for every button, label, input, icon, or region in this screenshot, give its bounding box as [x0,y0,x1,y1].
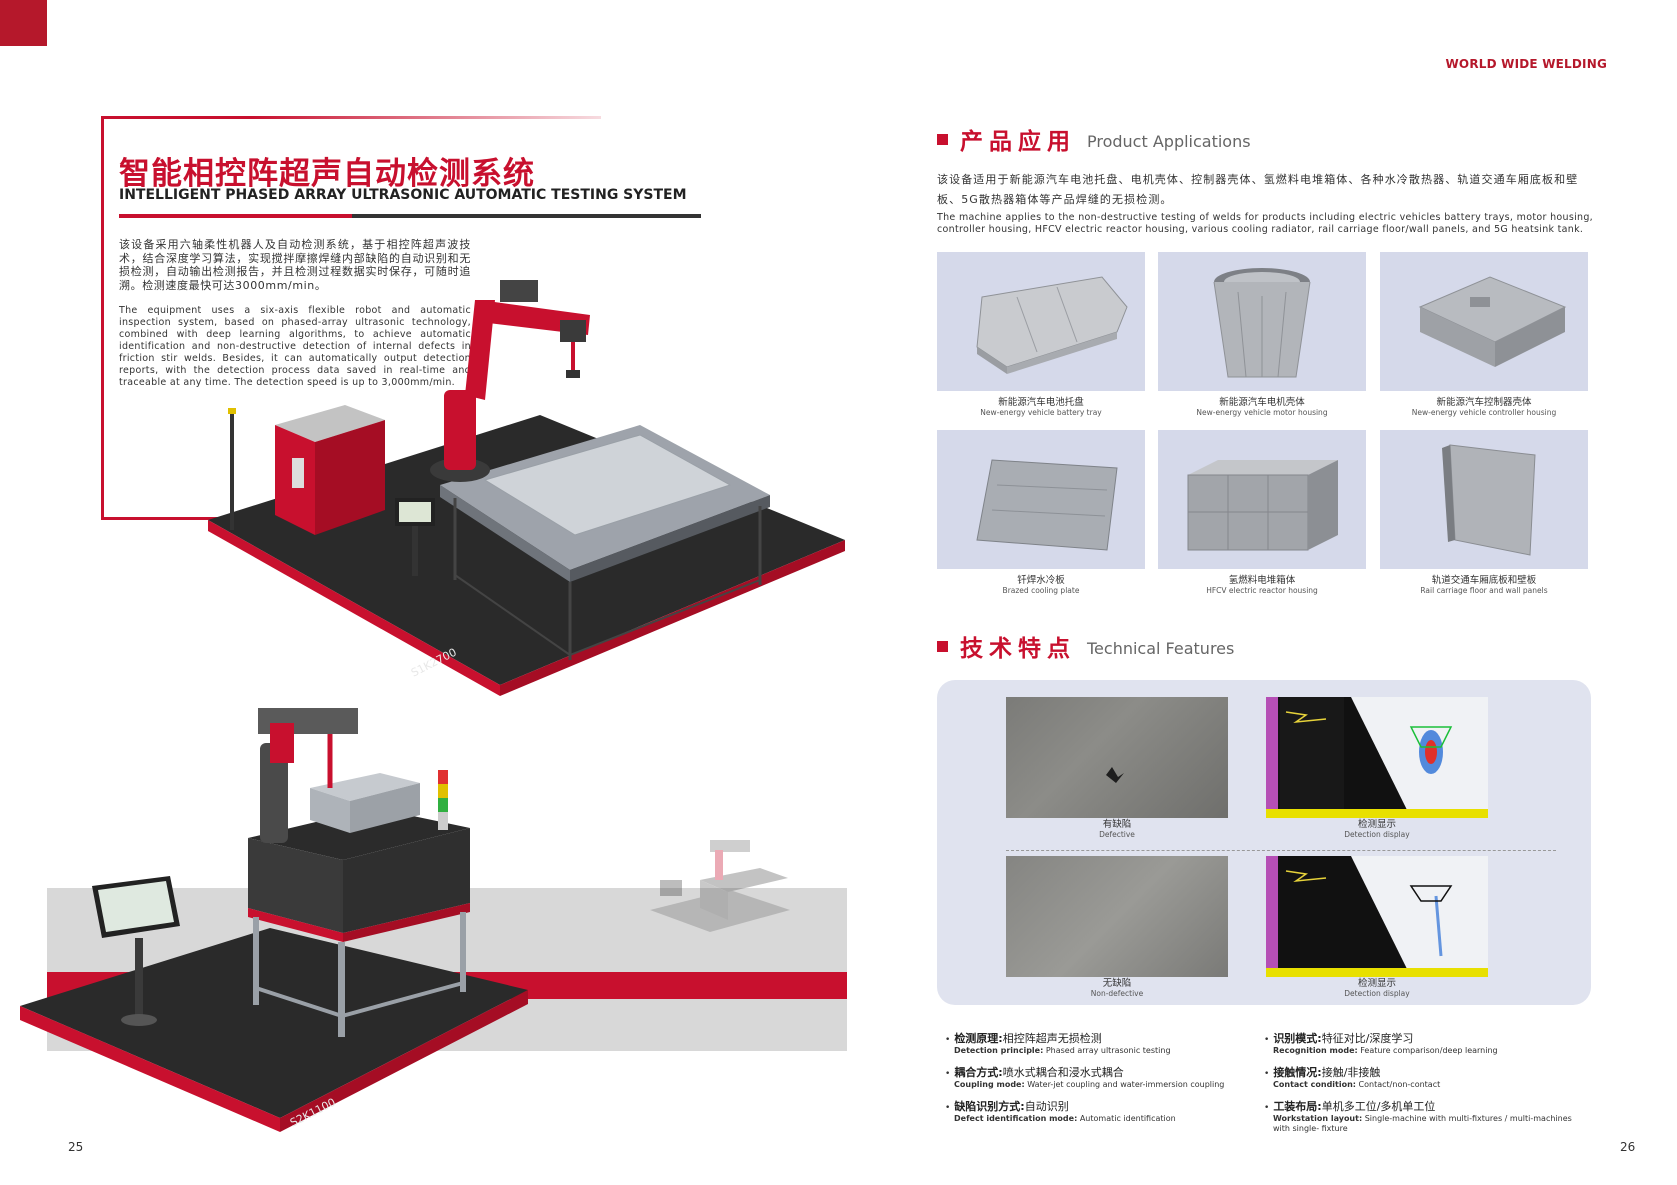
product-caption-cooling-plate: 钎焊水冷板 Brazed cooling plate [1002,575,1080,595]
spec-defect-identification: •缺陷识别方式:自动识别 Defect identification mode:… [945,1100,1176,1123]
caption-detection-display-2: 检测显示 Detection display [1344,978,1410,998]
product-caption-motor-housing: 新能源汽车电机壳体 New-energy vehicle motor housi… [1196,397,1328,417]
product-image-controller-housing [1380,252,1588,391]
page-number-right: 26 [1620,1140,1636,1154]
brand-name: WORLD WIDE WELDING [1445,57,1607,71]
detection-display-non-defective [1266,856,1488,977]
product-image-rail-panels [1380,430,1588,569]
page-number-left: 25 [68,1140,84,1154]
title-frame-left [101,116,104,520]
product-image-cooling-plate [937,430,1145,569]
weld-photo-non-defective [1006,856,1228,977]
features-title-cn: 技术特点 [960,636,1076,662]
features-divider [1006,850,1556,851]
intro-text-cn: 该设备采用六轴柔性机器人及自动检测系统，基于相控阵超声波技术，结合深度学习算法，… [119,238,471,292]
title-frame-top [101,116,601,119]
caption-non-defective: 无缺陷 Non-defective [1090,978,1144,998]
applications-text-en: The machine applies to the non-destructi… [937,212,1593,235]
product-image-reactor-housing [1158,430,1366,569]
product-image-battery-tray [937,252,1145,391]
battery-tray-icon [976,276,1128,374]
caption-defective: 有缺陷 Defective [1099,819,1135,839]
page-subtitle: INTELLIGENT PHASED ARRAY ULTRASONIC AUTO… [119,187,687,203]
product-image-motor-housing [1158,252,1366,391]
section-marker [937,641,948,652]
machine-s2k1100-illustration [20,708,528,1132]
reactor-housing-icon [1187,460,1338,551]
spec-coupling-mode: •耦合方式:喷水式耦合和浸水式耦合 Coupling mode: Water-j… [945,1066,1225,1089]
motor-housing-icon [1213,268,1311,378]
applications-title-cn: 产品应用 [960,129,1076,155]
product-caption-reactor-housing: 氢燃料电堆箱体 HFCV electric reactor housing [1206,575,1318,595]
caption-detection-display-1: 检测显示 Detection display [1344,819,1410,839]
cooling-plate-icon [976,459,1118,551]
detection-display-defective [1266,697,1488,818]
spec-workstation-layout: •工装布局:单机多工位/多机单工位 Workstation layout: Si… [1264,1100,1572,1133]
product-caption-controller-housing: 新能源汽车控制器壳体 New-energy vehicle controller… [1411,397,1557,417]
applications-title-en: Product Applications [1087,132,1251,151]
controller-housing-icon [1418,276,1567,367]
machine-s1k2700-illustration [208,280,845,696]
spec-recognition-mode: •识别模式:特征对比/深度学习 Recognition mode: Featur… [1264,1032,1498,1055]
page-title: 智能相控阵超声自动检测系统 [119,156,535,192]
corner-color-block [0,0,47,46]
product-caption-rail-panels: 轨道交通车厢底板和壁板 Rail carriage floor and wall… [1420,575,1548,595]
weld-photo-defective [1006,697,1228,818]
title-underline [119,214,701,218]
section-marker [937,134,948,145]
defect-mark-icon [1106,767,1124,783]
ultrasonic-scan-icon [1266,856,1488,977]
rail-panel-icon [1442,444,1536,556]
ultrasonic-scan-icon [1266,697,1488,818]
features-title-en: Technical Features [1087,639,1235,658]
product-caption-battery-tray: 新能源汽车电池托盘 New-energy vehicle battery tra… [980,397,1102,417]
intro-text-en: The equipment uses a six-axis flexible r… [119,305,471,388]
machine-ghost-illustration [650,840,790,932]
spec-contact-condition: •接触情况:接触/非接触 Contact condition: Contact/… [1264,1066,1441,1089]
spec-detection-principle: •检测原理:相控阵超声无损检测 Detection principle: Pha… [945,1032,1171,1055]
applications-text-cn: 该设备适用于新能源汽车电池托盘、电机壳体、控制器壳体、氢燃料电堆箱体、各种水冷散… [937,173,1579,206]
